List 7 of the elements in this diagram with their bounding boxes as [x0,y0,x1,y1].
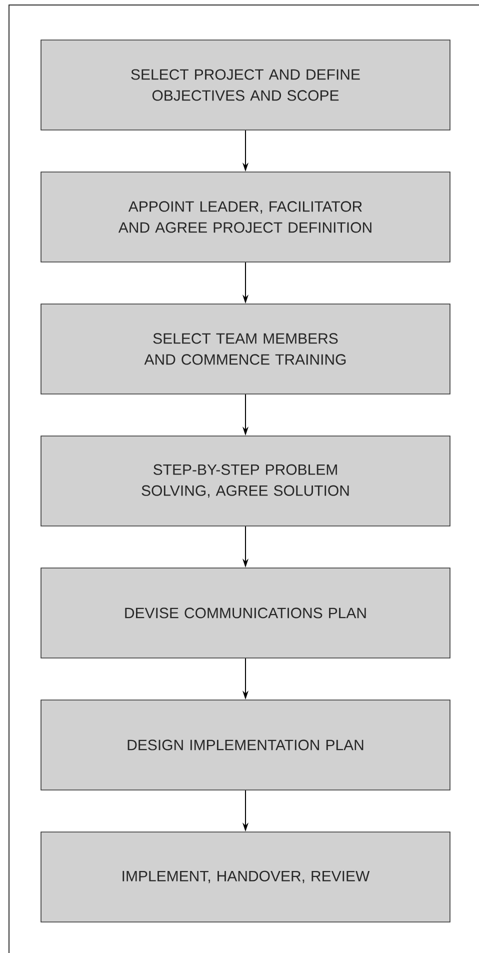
process-box: STEP-BY-STEP PROBLEM SOLVING, AGREE SOLUTION [40,436,450,526]
process-box: IMPLEMENT, HANDOVER, REVIEW [40,832,450,922]
process-box: SELECT PROJECT AND DEFINE OBJECTIVES AND SCOPE [40,40,450,130]
process-box: APPOINT LEADER, FACILITATOR AND AGREE PROJECT DEFINITION [40,172,450,262]
process-box: DEVISE COMMUNICATIONS PLAN [40,568,450,658]
process-box: SELECT TEAM MEMBERS AND COMMENCE TRAINING [40,304,450,394]
process-box: DESIGN IMPLEMENTATION PLAN [40,700,450,790]
